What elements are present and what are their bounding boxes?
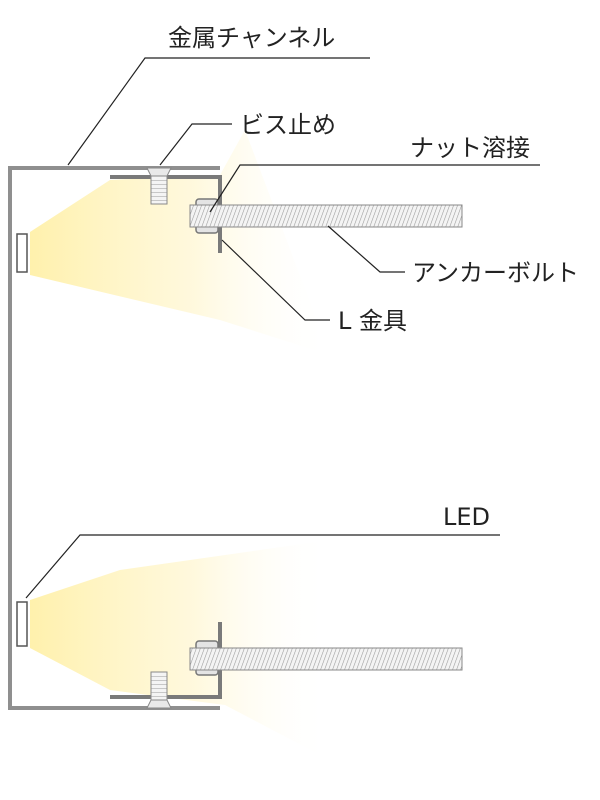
leader-anchor-bolt: [327, 225, 405, 273]
label-nut-weld: ナット溶接: [410, 134, 530, 162]
bottom-anchor-bolt: [189, 647, 463, 671]
leader-l-bracket: [221, 239, 330, 321]
top-screw: [146, 167, 172, 205]
bottom-led-light-glow: [30, 540, 330, 760]
label-metal-channel: 金属チャンネル: [168, 24, 335, 52]
label-l-bracket: L 金具: [338, 307, 407, 335]
top-l-bracket: [110, 175, 222, 253]
leader-led: [25, 534, 500, 599]
label-anchor-bolt: アンカーボルト: [412, 259, 579, 287]
top-led: [16, 233, 28, 273]
top-led-light-glow: [30, 130, 330, 355]
metal-channel: [8, 166, 220, 710]
leader-nut-weld: [209, 164, 540, 213]
label-led: LED: [443, 503, 490, 531]
leader-metal-channel: [67, 57, 370, 166]
bottom-led: [16, 601, 28, 647]
leader-screw-fix: [159, 123, 232, 166]
top-anchor-bolt: [189, 204, 463, 228]
bottom-screw: [146, 671, 172, 709]
label-screw-fix: ビス止め: [240, 111, 336, 139]
bottom-l-bracket: [110, 622, 222, 699]
